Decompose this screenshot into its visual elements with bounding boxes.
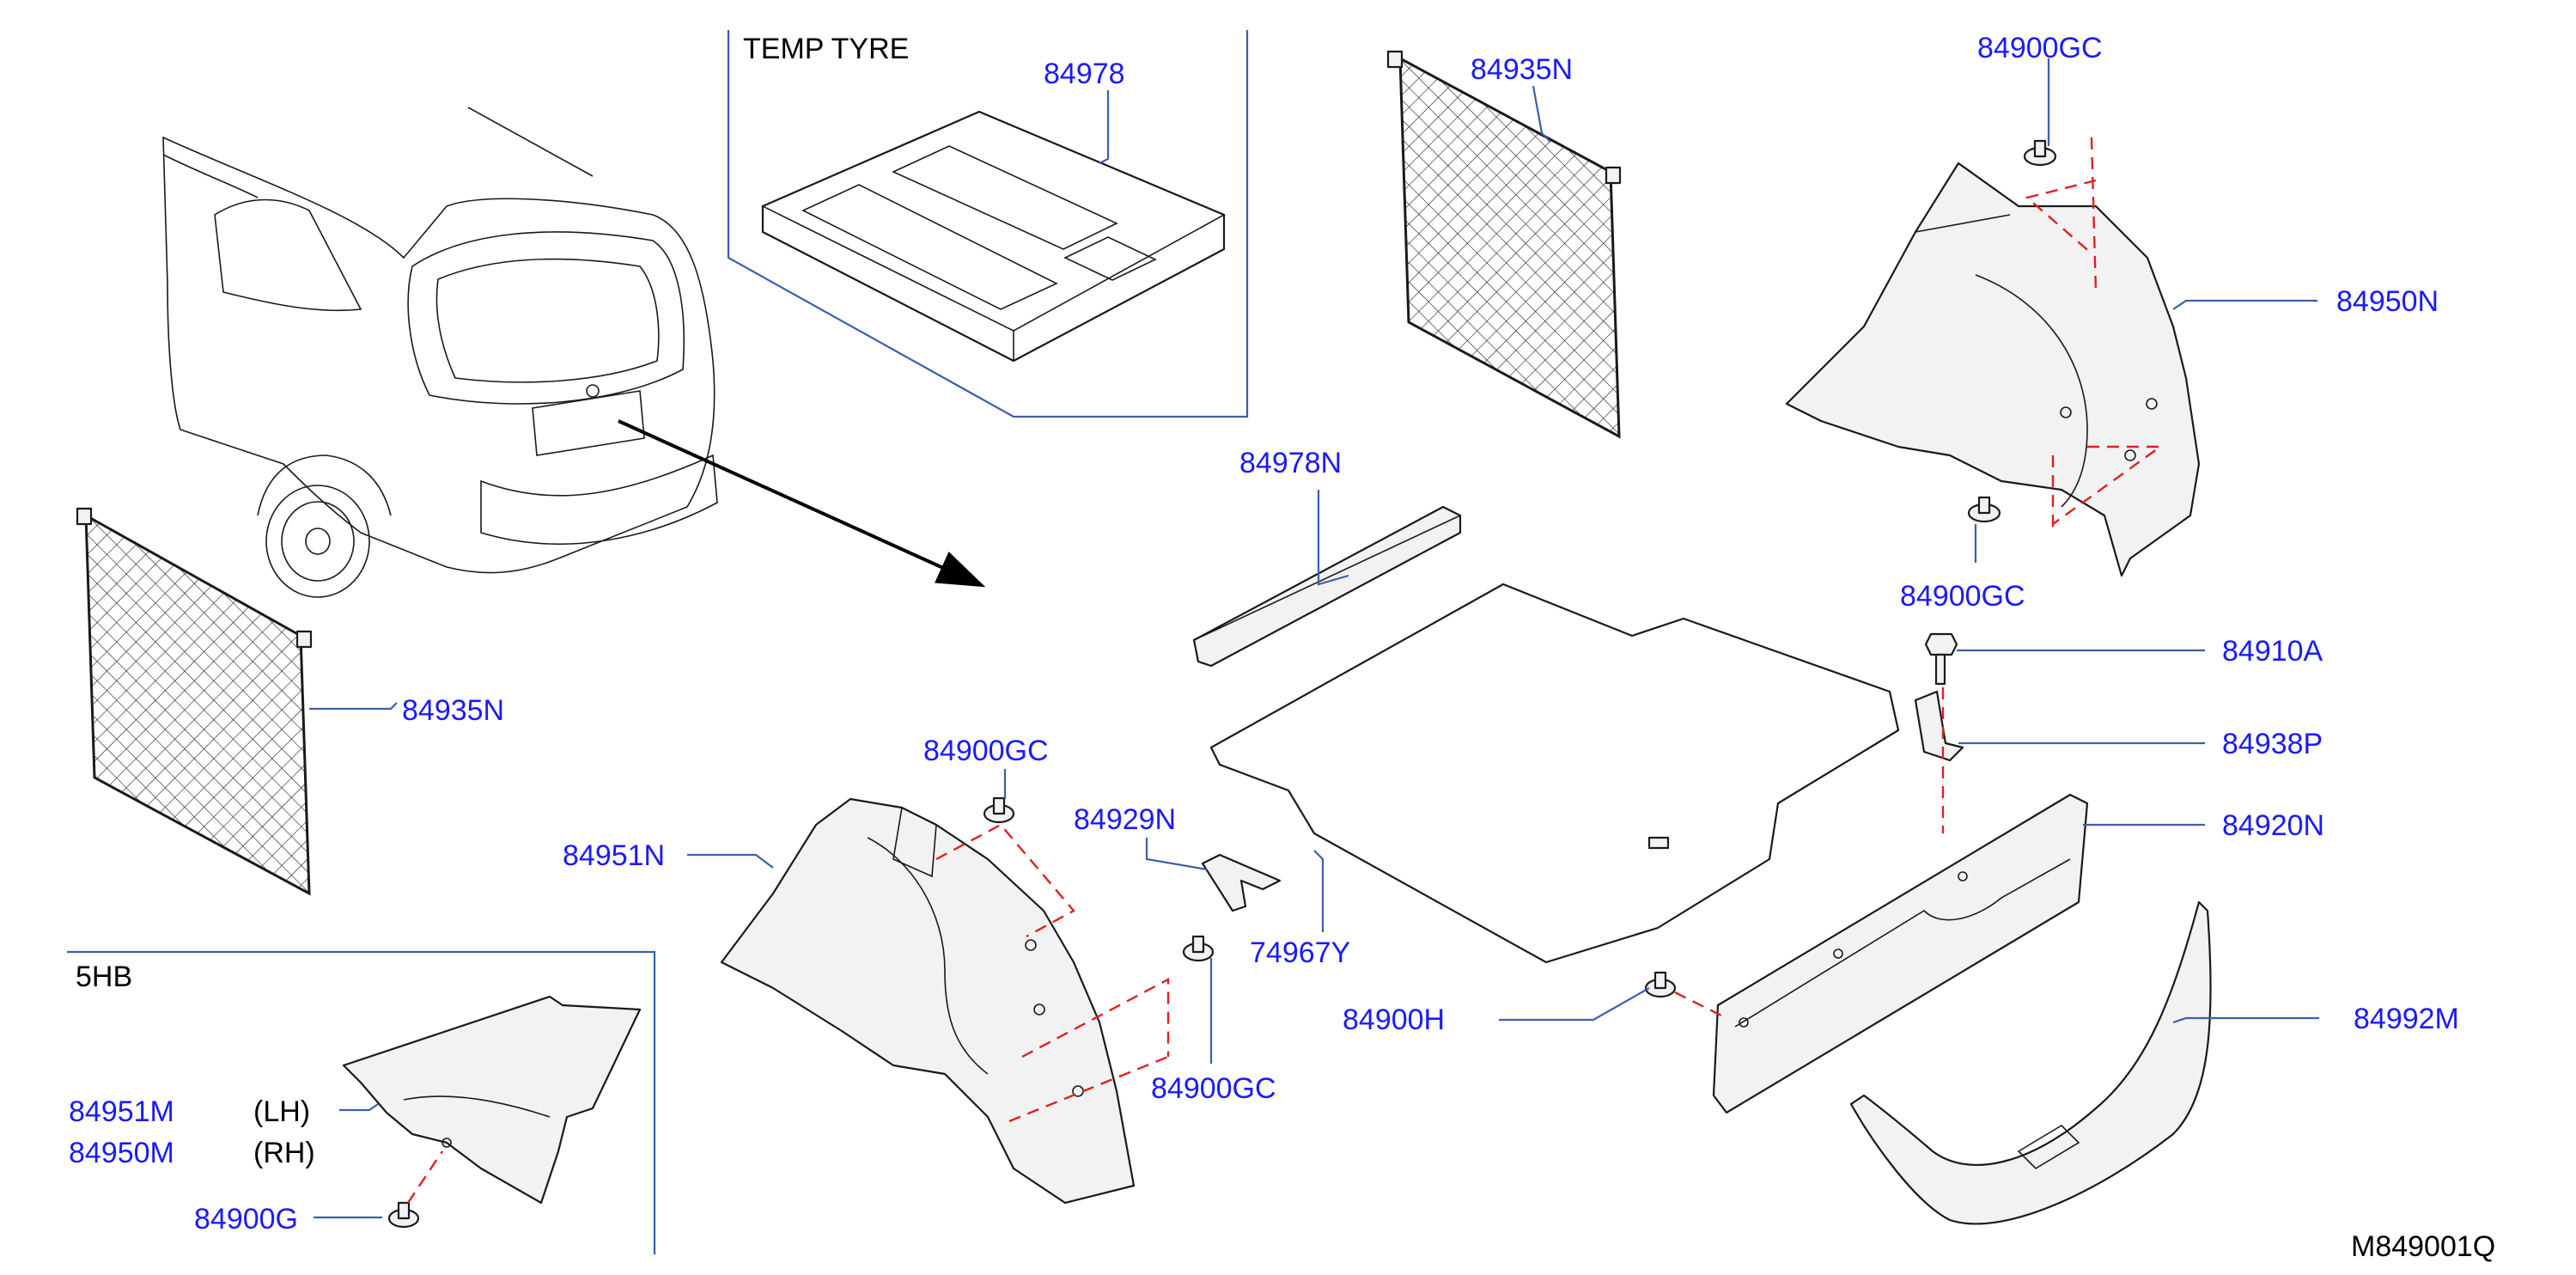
label-tyre-tray: 84978 <box>1044 58 1125 90</box>
cargo-net-upper <box>1386 50 1622 439</box>
label-clip-lh-top: 84900GC <box>923 735 1049 767</box>
temp-tyre-title: TEMP TYRE <box>743 33 909 65</box>
bolt <box>1924 632 1958 686</box>
back-trim <box>1712 793 2089 1114</box>
variant-clip <box>387 1201 420 1229</box>
bracket-lh <box>1201 853 1282 912</box>
clip-rh-upper <box>2023 139 2057 167</box>
label-variant-lh-side: (LH) <box>253 1095 310 1128</box>
label-variant-clip: 84900G <box>194 1203 298 1235</box>
clip-rh-lower <box>1967 496 2001 523</box>
label-clip-lh-lower: 84900GC <box>1151 1072 1276 1105</box>
parcel-board <box>1192 505 1462 668</box>
leader-lines <box>309 58 2319 1219</box>
label-board: 84978N <box>1239 447 1342 479</box>
sill-plate <box>1849 900 2212 1225</box>
label-clip-top: 84900GC <box>1977 32 2103 64</box>
label-bolt: 84910A <box>2222 635 2323 668</box>
clip-mat <box>1644 971 1677 998</box>
part-labels: 84935N 84935N TEMP TYRE 84978 84978N 849… <box>69 32 2495 1263</box>
label-sill-plate: 84992M <box>2354 1003 2459 1035</box>
label-net-upper: 84935N <box>1471 53 1573 86</box>
cargo-net-lower <box>76 507 313 896</box>
label-bracket-lh: 84929N <box>1074 803 1176 836</box>
variant-trim <box>342 995 642 1205</box>
variant-title: 5HB <box>76 961 132 993</box>
label-variant-rh-part: 84950M <box>69 1137 174 1169</box>
label-back-trim: 84920N <box>2222 809 2324 842</box>
tyre-tray <box>761 110 1226 363</box>
label-variant-rh-side: (RH) <box>253 1137 315 1169</box>
label-trim-lh: 84951N <box>563 839 665 872</box>
variant-5hb-box <box>67 950 656 1254</box>
car-illustration <box>162 107 986 598</box>
lh-side-trim <box>720 797 1170 1205</box>
label-net-lower: 84935N <box>402 694 504 727</box>
floor-mat <box>1209 583 1900 964</box>
temp-tyre-box <box>727 30 1249 418</box>
drawing-reference: M849001Q <box>2351 1230 2495 1263</box>
label-clip-mat: 84900H <box>1343 1004 1445 1036</box>
label-bracket-rh: 84938P <box>2222 728 2323 760</box>
clip-lh-upper <box>983 796 1015 824</box>
label-trim-rh: 84950N <box>2336 285 2439 318</box>
label-mat: 74967Y <box>1250 936 1350 969</box>
label-variant-lh-part: 84951M <box>69 1095 174 1128</box>
bracket-rh <box>1914 690 1964 762</box>
rh-side-trim <box>1785 137 2201 577</box>
clip-lh-lower <box>1182 935 1215 962</box>
label-clip-rh-lower: 84900GC <box>1900 580 2025 613</box>
